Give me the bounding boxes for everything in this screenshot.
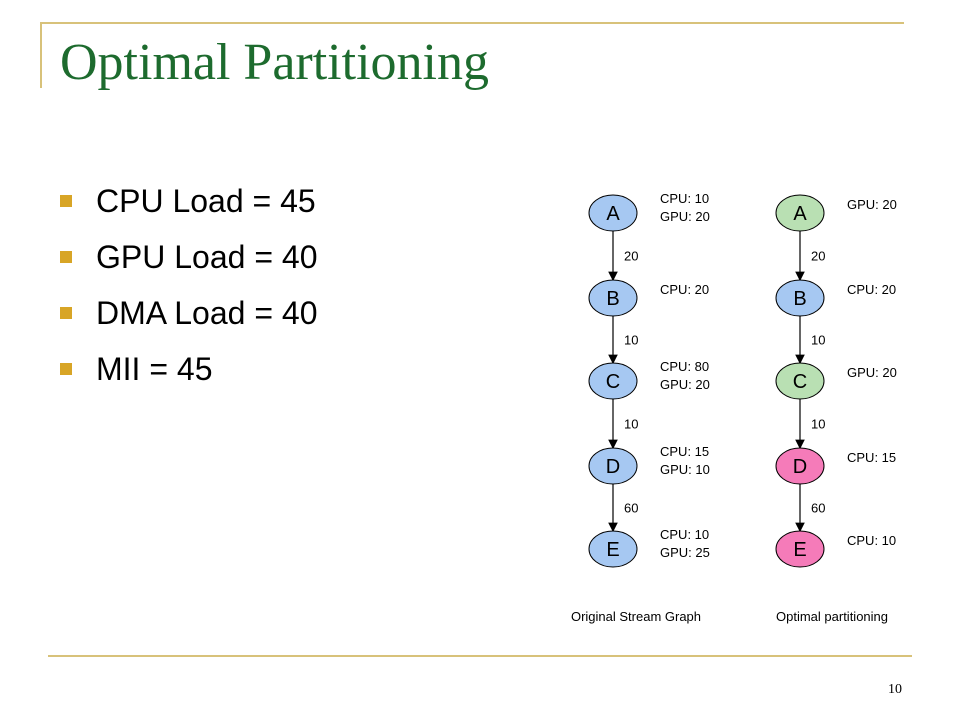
left-rule xyxy=(40,22,42,88)
node-d xyxy=(588,447,638,485)
node-cost-label: CPU: 15 xyxy=(847,450,896,465)
bottom-rule xyxy=(48,655,912,657)
node-label-d: D xyxy=(793,456,807,478)
node-label-a: A xyxy=(606,203,620,225)
page-number: 10 xyxy=(888,682,902,697)
node-cost-label: GPU: 10 xyxy=(660,462,710,477)
node-label-b: B xyxy=(606,288,619,310)
edge-weight-label: 10 xyxy=(811,333,825,348)
bullet-square-icon xyxy=(60,251,72,263)
bullet-cpu-load: CPU Load = 45 xyxy=(60,178,317,234)
node-c xyxy=(588,362,638,400)
node-cost-label: GPU: 20 xyxy=(847,365,897,380)
node-label-b: B xyxy=(793,288,806,310)
node-e xyxy=(775,530,825,568)
bullet-square-icon xyxy=(60,307,72,319)
node-label-c: C xyxy=(793,371,807,393)
node-cost-label: GPU: 25 xyxy=(660,545,710,560)
edge-weight-label: 60 xyxy=(811,501,825,516)
node-a xyxy=(588,194,638,232)
bullet-text: CPU Load = 45 xyxy=(96,183,316,219)
node-c xyxy=(775,362,825,400)
node-label-e: E xyxy=(606,539,619,561)
node-label-c: C xyxy=(606,371,620,393)
edge-weight-label: 10 xyxy=(624,333,638,348)
node-cost-label: CPU: 10 xyxy=(847,533,896,548)
node-cost-label: GPU: 20 xyxy=(660,377,710,392)
edge-weight-label: 20 xyxy=(811,249,825,264)
node-e xyxy=(588,530,638,568)
bullet-gpu-load: GPU Load = 40 xyxy=(60,234,317,290)
bullet-square-icon xyxy=(60,195,72,207)
bullet-text: MII = 45 xyxy=(96,351,213,387)
bullet-mii: MII = 45 xyxy=(60,346,317,402)
edge-weight-label: 20 xyxy=(624,249,638,264)
node-cost-label: GPU: 20 xyxy=(847,197,897,212)
bullet-square-icon xyxy=(60,363,72,375)
graph-caption: Optimal partitioning xyxy=(776,609,888,624)
node-d xyxy=(775,447,825,485)
node-cost-label: CPU: 15 xyxy=(660,444,709,459)
node-cost-label: CPU: 10 xyxy=(660,191,709,206)
node-cost-label: CPU: 80 xyxy=(660,359,709,374)
bullet-list: CPU Load = 45 GPU Load = 40 DMA Load = 4… xyxy=(60,178,317,402)
node-cost-label: GPU: 20 xyxy=(660,209,710,224)
bullet-dma-load: DMA Load = 40 xyxy=(60,290,317,346)
edge-weight-label: 10 xyxy=(624,417,638,432)
node-a xyxy=(775,194,825,232)
node-cost-label: CPU: 20 xyxy=(660,282,709,297)
graph-caption: Original Stream Graph xyxy=(571,609,701,624)
top-rule xyxy=(40,22,904,24)
slide-title: Optimal Partitioning xyxy=(60,34,489,91)
node-cost-label: CPU: 10 xyxy=(660,527,709,542)
node-label-a: A xyxy=(793,203,807,225)
edge-weight-label: 60 xyxy=(624,501,638,516)
node-cost-label: CPU: 20 xyxy=(847,282,896,297)
node-b xyxy=(588,279,638,317)
bullet-text: DMA Load = 40 xyxy=(96,295,318,331)
node-label-d: D xyxy=(606,456,620,478)
bullet-text: GPU Load = 40 xyxy=(96,239,318,275)
node-b xyxy=(775,279,825,317)
edge-weight-label: 10 xyxy=(811,417,825,432)
node-label-e: E xyxy=(793,539,806,561)
